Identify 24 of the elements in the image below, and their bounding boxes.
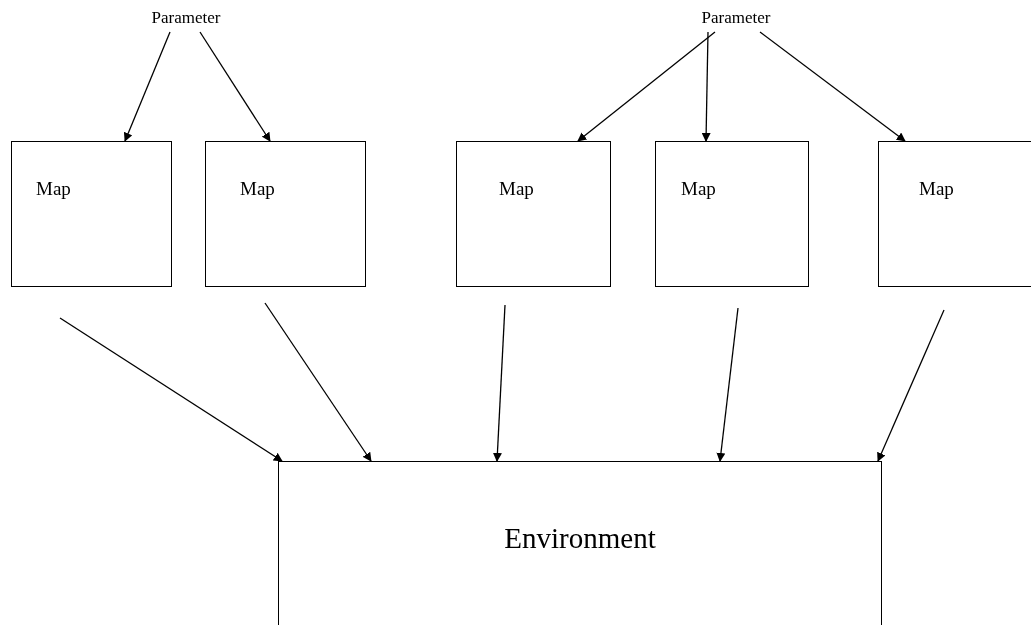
environment-box	[278, 461, 882, 625]
box-label: Map	[36, 178, 71, 200]
parameter-label: Parameter	[701, 8, 771, 28]
arrow	[492, 304, 506, 462]
arrow	[877, 309, 945, 462]
arrow	[759, 31, 906, 142]
arrow	[701, 31, 711, 142]
map-box	[878, 141, 1031, 287]
box-label: Map	[681, 178, 716, 200]
arrow	[264, 302, 372, 462]
map-box	[655, 141, 809, 287]
arrow	[199, 31, 271, 142]
box-label: Map	[919, 178, 954, 200]
arrow	[59, 317, 283, 462]
arrow	[716, 307, 739, 462]
box-label: Environment	[504, 522, 656, 555]
arrow	[123, 31, 171, 142]
box-label: Map	[240, 178, 275, 200]
box-label: Map	[499, 178, 534, 200]
map-box	[456, 141, 611, 287]
arrow	[577, 31, 716, 142]
parameter-label: Parameter	[151, 8, 221, 28]
map-box	[205, 141, 366, 287]
map-box	[11, 141, 172, 287]
